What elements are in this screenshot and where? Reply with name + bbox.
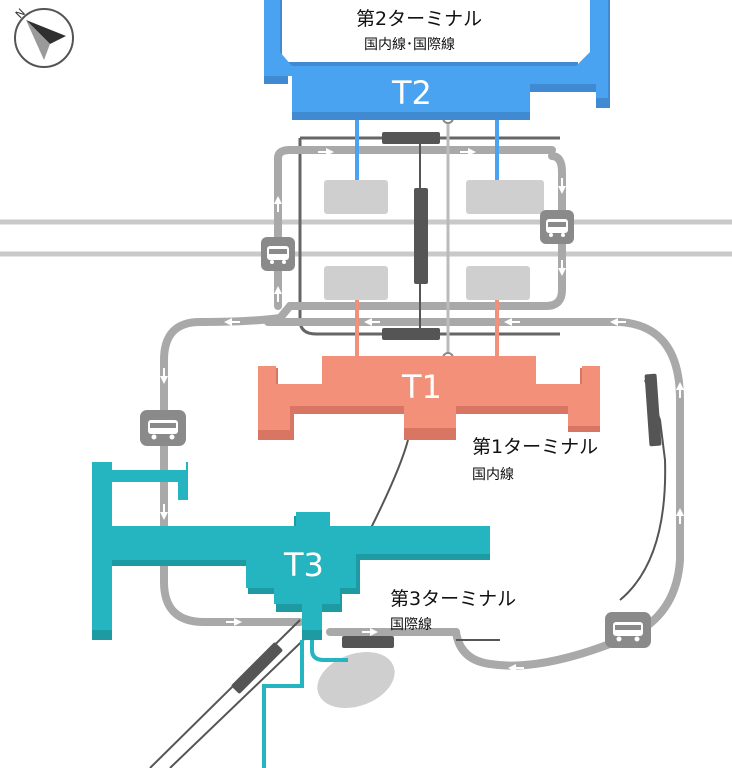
highway-lines (0, 219, 732, 257)
t1-sub: 国内線 (472, 467, 514, 483)
bus-stop-t3-left[interactable] (140, 410, 186, 446)
parking-p3 (324, 266, 388, 300)
bus-icon (148, 420, 178, 440)
terminal-t1[interactable]: T1 (258, 356, 600, 440)
parking-p5 (317, 651, 395, 709)
t2-name: 第2ターミナル (356, 8, 483, 30)
t3-code: T3 (283, 546, 324, 584)
terminal-t2[interactable]: T2 (264, 0, 610, 120)
terminal-t3[interactable]: T3 (92, 462, 490, 640)
bus-stop-bottom-right[interactable] (605, 612, 651, 648)
t2-code: T2 (391, 74, 432, 112)
t2-sub: 国内線･国際線 (364, 37, 455, 53)
rail-lines (149, 138, 667, 768)
bus-icon (613, 622, 643, 642)
road-arrows (160, 148, 684, 672)
loop-road (160, 146, 684, 670)
bus-icon (546, 219, 568, 237)
bus-stop-t2-left[interactable] (261, 237, 295, 271)
t1-name: 第1ターミナル (472, 436, 599, 458)
t1-code: T1 (401, 368, 442, 406)
compass-icon: N (13, 6, 74, 68)
parking-p4 (466, 266, 530, 300)
bus-icon (267, 246, 289, 264)
parking-lots (317, 180, 544, 709)
rail-station-blocks (231, 132, 662, 694)
parking-p1 (324, 180, 388, 214)
t3-sub: 国際線 (390, 617, 432, 633)
terminal-connectors (262, 112, 499, 768)
t3-name: 第3ターミナル (390, 588, 517, 610)
parking-p2 (466, 180, 544, 214)
bus-stop-t2-right[interactable] (540, 210, 574, 244)
